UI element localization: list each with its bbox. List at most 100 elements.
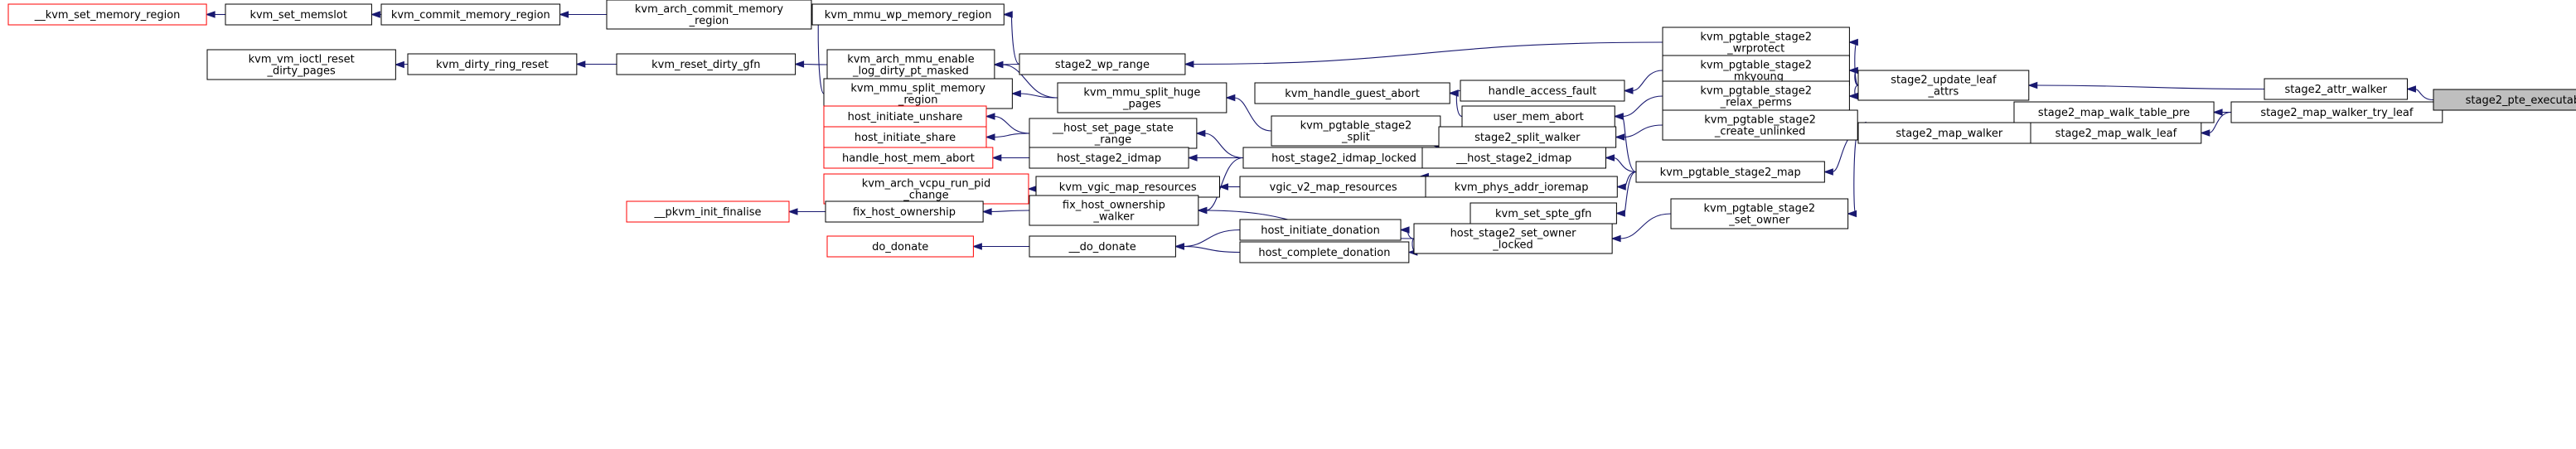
function-node-kvm-vgic-map-resources[interactable]: kvm_vgic_map_resources	[1035, 176, 1220, 198]
function-node-stage2-split-walker[interactable]: stage2_split_walker	[1438, 126, 1617, 148]
function-node-host-stage2-idmap-locked[interactable]: host_stage2_idmap_locked	[1242, 147, 1445, 169]
function-node-stage2-map-walk-leaf[interactable]: stage2_map_walk_leaf	[2030, 122, 2202, 144]
node-box	[2264, 78, 2408, 100]
node-label: _attrs	[1928, 86, 1959, 99]
node-label: host_initiate_donation	[1261, 224, 1380, 237]
node-box	[823, 147, 994, 169]
node-box	[1662, 109, 1858, 141]
function-node-kvm-arch-commit-memory-region[interactable]: kvm_arch_commit_memory_region	[606, 0, 812, 30]
function-node-host-initiate-donation[interactable]: host_initiate_donation	[1239, 219, 1402, 241]
node-label: host_initiate_share	[855, 132, 956, 144]
function-node-kvm-set-memory-region-u[interactable]: __kvm_set_memory_region	[7, 3, 207, 26]
node-box	[823, 78, 1013, 109]
node-box	[1029, 235, 1176, 258]
function-node-kvm-mmu-split-huge-pages[interactable]: kvm_mmu_split_huge_pages	[1057, 82, 1227, 113]
function-node-kvm-mmu-split-memory-region[interactable]: kvm_mmu_split_memory_region	[823, 78, 1013, 109]
function-node-kvm-handle-guest-abort[interactable]: kvm_handle_guest_abort	[1254, 82, 1450, 104]
node-label: kvm_pgtable_stage2	[1700, 85, 1812, 98]
function-node-host-stage2-set-owner-locked[interactable]: host_stage2_set_owner_locked	[1413, 223, 1613, 254]
call-edge	[1187, 154, 1243, 162]
function-node-kvm-pgtable-stage2-set-owner[interactable]: kvm_pgtable_stage2_set_owner	[1670, 198, 1849, 229]
function-node-handle-access-fault[interactable]: handle_access_fault	[1460, 80, 1625, 102]
node-box	[1254, 82, 1450, 104]
function-node-host-stage2-idmap[interactable]: host_stage2_idmap	[1029, 147, 1189, 169]
node-label: kvm_arch_commit_memory	[635, 3, 784, 16]
function-node-kvm-dirty-ring-reset[interactable]: kvm_dirty_ring_reset	[407, 53, 578, 75]
function-node-fix-host-ownership-walker[interactable]: fix_host_ownership_walker	[1029, 195, 1199, 226]
function-node-kvm-set-memslot[interactable]: kvm_set_memslot	[225, 3, 372, 26]
node-label: do_donate	[872, 241, 928, 253]
call-edge	[1847, 38, 1859, 86]
call-edge	[2027, 81, 2265, 90]
node-label: kvm_mmu_split_memory	[850, 83, 985, 95]
node-box	[1857, 70, 2030, 101]
function-node-stage2-map-walker-try-leaf[interactable]: stage2_map_walker_try_leaf	[2230, 101, 2443, 123]
node-box	[2013, 101, 2215, 123]
node-box	[1413, 223, 1613, 254]
function-node-host-stage2-idmap-u[interactable]: __host_stage2_idmap	[1421, 147, 1606, 169]
node-label: _create_unlinked	[1714, 126, 1806, 138]
node-label: stage2_map_walk_leaf	[2055, 128, 2177, 140]
node-box	[1670, 198, 1849, 229]
function-node-host-set-page-state-range[interactable]: __host_set_page_state_range	[1029, 118, 1198, 149]
node-label: handle_host_mem_abort	[842, 152, 975, 165]
function-node-stage2-wp-range[interactable]: stage2_wp_range	[1019, 53, 1186, 75]
function-node-kvm-set-spte-gfn[interactable]: kvm_set_spte_gfn	[1470, 202, 1617, 224]
function-node-user-mem-abort[interactable]: user_mem_abort	[1461, 105, 1615, 128]
node-label: __kvm_set_memory_region	[34, 9, 181, 22]
function-node-stage2-attr-walker[interactable]: stage2_attr_walker	[2264, 78, 2408, 100]
function-node-fix-host-ownership[interactable]: fix_host_ownership	[825, 200, 984, 223]
function-node-kvm-commit-memory-region[interactable]: kvm_commit_memory_region	[380, 3, 561, 26]
call-edge	[1615, 171, 1637, 191]
node-label: kvm_pgtable_stage2	[1300, 120, 1412, 133]
function-node-kvm-pgtable-stage2-split[interactable]: kvm_pgtable_stage2_split	[1271, 115, 1441, 147]
function-node-stage2-update-leaf-attrs[interactable]: stage2_update_leaf_attrs	[1857, 70, 2030, 101]
call-edge	[971, 243, 1029, 250]
node-label: host_initiate_unshare	[848, 111, 963, 123]
function-node-handle-host-mem-abort[interactable]: handle_host_mem_abort	[823, 147, 994, 169]
call-edge	[1613, 95, 1663, 120]
node-box	[811, 3, 1005, 26]
node-label: stage2_update_leaf	[1891, 75, 1997, 87]
function-node-stage2-map-walker[interactable]: stage2_map_walker	[1857, 122, 2041, 144]
function-node-kvm-pgtable-stage2-wrprotect[interactable]: kvm_pgtable_stage2_wrprotect	[1662, 27, 1850, 58]
function-node-kvm-pgtable-stage2-create-unlinked[interactable]: kvm_pgtable_stage2_create_unlinked	[1662, 109, 1858, 141]
function-node-kvm-pgtable-stage2-mkyoung[interactable]: kvm_pgtable_stage2_mkyoung	[1662, 55, 1850, 86]
call-edge	[993, 60, 1058, 99]
function-node-stage2-map-walk-table-pre[interactable]: stage2_map_walk_table_pre	[2013, 101, 2215, 123]
function-node-kvm-arch-mmu-enable-log[interactable]: kvm_arch_mmu_enable_log_dirty_pt_masked	[826, 49, 995, 80]
node-label: kvm_mmu_split_huge	[1083, 87, 1200, 99]
function-node-kvm-arch-vcpu-run-pid-change[interactable]: kvm_arch_vcpu_run_pid_change	[823, 173, 1029, 205]
call-edge	[1184, 41, 1663, 68]
node-box	[825, 200, 984, 223]
function-node-vgic-v2-map-resources[interactable]: vgic_v2_map_resources	[1239, 176, 1427, 198]
function-node-kvm-phys-addr-ioremap[interactable]: kvm_phys_addr_ioremap	[1425, 176, 1618, 198]
node-label: _split	[1341, 132, 1370, 144]
node-box	[1460, 80, 1625, 102]
call-edge	[1615, 124, 1663, 141]
function-node-host-initiate-unshare[interactable]: host_initiate_unshare	[823, 105, 987, 128]
call-edge	[985, 113, 1030, 134]
function-node-host-initiate-share[interactable]: host_initiate_share	[823, 126, 987, 148]
call-edge	[2405, 85, 2434, 101]
function-node-stage2-pte-executable[interactable]: stage2_pte_executable	[2433, 89, 2576, 111]
function-node-do-donate[interactable]: do_donate	[826, 235, 974, 258]
function-node-kvm-reset-dirty-gfn[interactable]: kvm_reset_dirty_gfn	[616, 53, 797, 75]
node-box	[380, 3, 561, 26]
node-box	[1271, 115, 1441, 147]
function-node-host-complete-donation[interactable]: host_complete_donation	[1239, 241, 1410, 263]
function-node-do-donate-u[interactable]: __do_donate	[1029, 235, 1176, 258]
function-node-kvm-pgtable-stage2-map[interactable]: kvm_pgtable_stage2_map	[1635, 161, 1825, 183]
node-label: host_complete_donation	[1258, 247, 1390, 259]
node-box	[1029, 118, 1198, 149]
node-label: kvm_phys_addr_ioremap	[1455, 181, 1589, 194]
node-label: _change	[903, 190, 948, 202]
node-label: kvm_pgtable_stage2	[1703, 203, 1815, 215]
function-node-kvm-pgtable-stage2-relax-perms[interactable]: kvm_pgtable_stage2_relax_perms	[1662, 80, 1850, 112]
function-node-kvm-vm-ioctl-reset-dirty-pages[interactable]: kvm_vm_ioctl_reset_dirty_pages	[206, 49, 396, 80]
call-edge	[2200, 111, 2232, 137]
function-node-pkvm-init-finalise[interactable]: __pkvm_init_finalise	[626, 200, 790, 223]
function-node-kvm-mmu-wp-memory-region[interactable]: kvm_mmu_wp_memory_region	[811, 3, 1005, 26]
node-box	[1019, 53, 1186, 75]
